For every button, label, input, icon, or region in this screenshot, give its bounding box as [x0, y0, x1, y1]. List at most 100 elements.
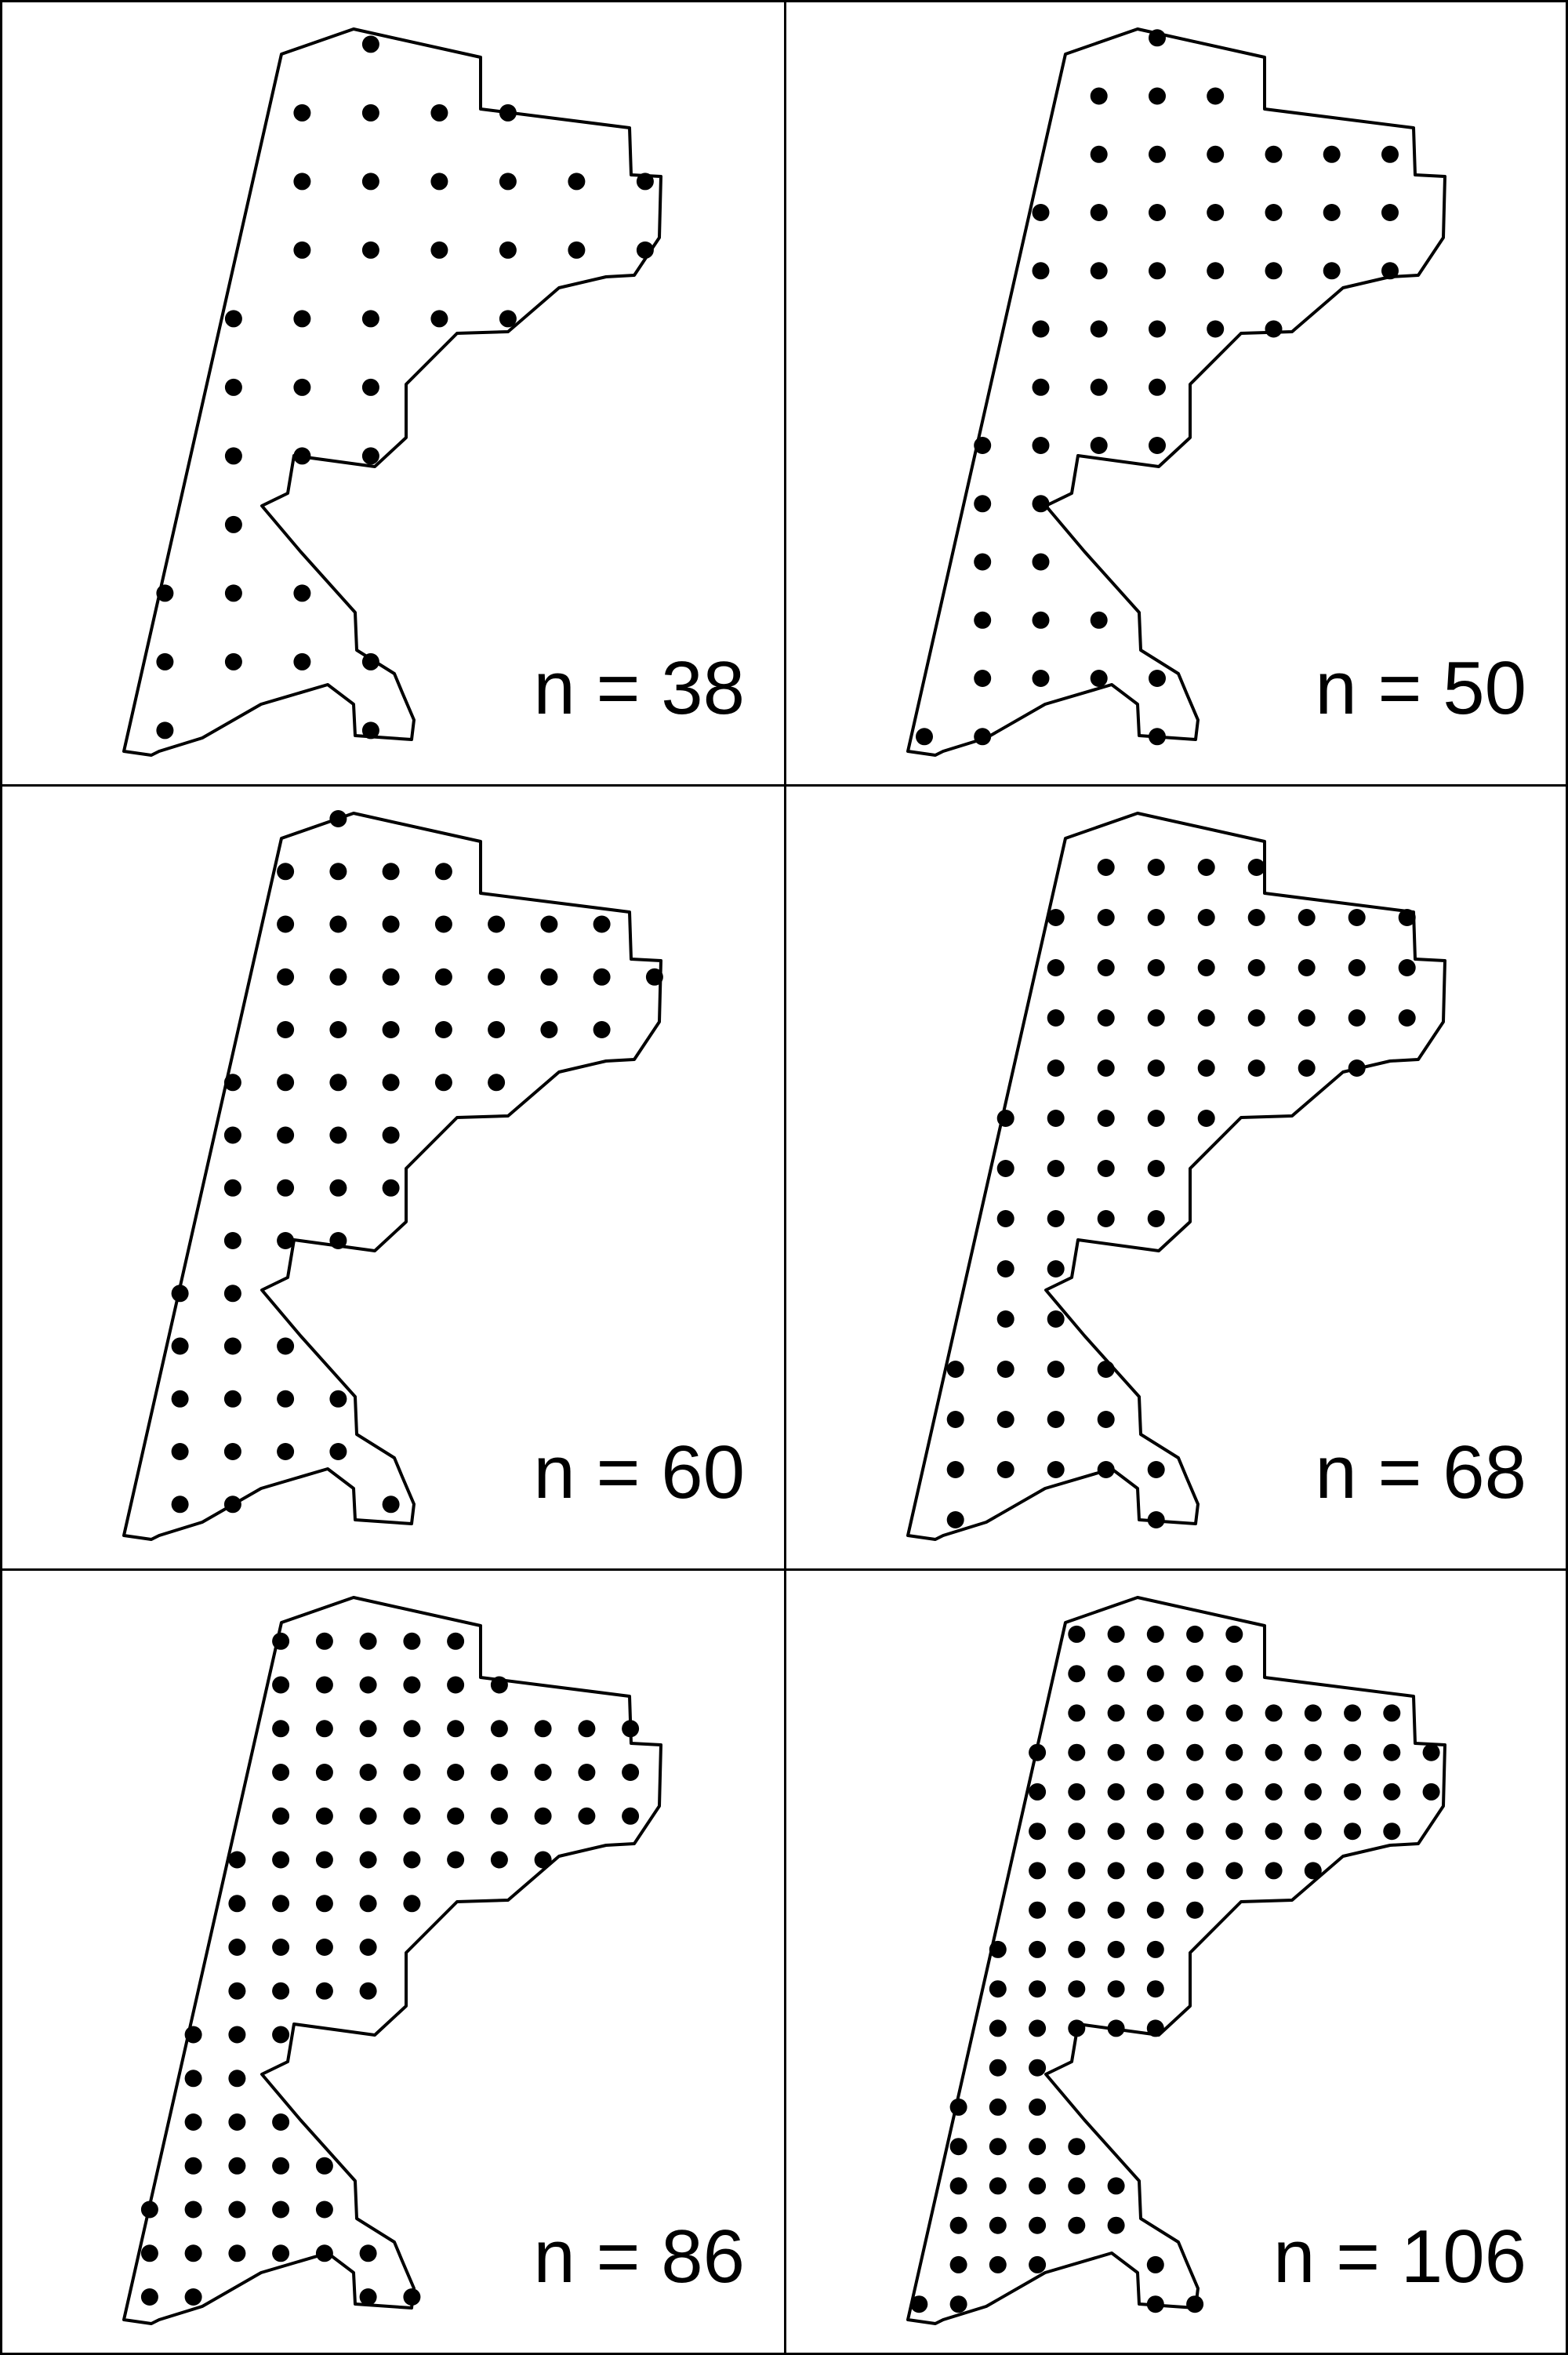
sample-point [1147, 1511, 1165, 1528]
sample-point [1146, 1743, 1164, 1761]
sample-point [1097, 1210, 1115, 1227]
sample-point [645, 968, 663, 986]
sample-point [1247, 1009, 1265, 1027]
sample-point [636, 173, 654, 191]
sample-point [382, 1074, 400, 1092]
sample-point [1348, 959, 1366, 976]
sample-point [996, 1461, 1014, 1478]
sample-point [996, 1411, 1014, 1428]
sample-point [171, 1337, 189, 1355]
sample-point [1032, 670, 1050, 687]
sample-point [1344, 1823, 1362, 1841]
sample-point [1029, 2138, 1047, 2156]
sample-point [1090, 87, 1108, 105]
sample-point [382, 863, 400, 881]
sample-point [1265, 262, 1283, 280]
sample-point [361, 310, 379, 328]
sample-point [1047, 1009, 1065, 1027]
sample-point [1107, 1862, 1125, 1880]
panel-n-86: n = 86 [0, 1568, 786, 2355]
sample-point [1097, 1160, 1115, 1177]
sample-point [1225, 1743, 1243, 1761]
sample-point [996, 1160, 1014, 1177]
sample-point [277, 1443, 295, 1460]
sample-point [293, 310, 311, 328]
sample-point [989, 1940, 1007, 1958]
sample-point [329, 1179, 347, 1197]
sample-point [622, 1764, 640, 1781]
sample-point [1265, 1823, 1283, 1841]
sample-point [1348, 909, 1366, 926]
sample-point [1247, 959, 1265, 976]
sample-point [488, 968, 506, 986]
sample-point [1197, 859, 1215, 876]
sample-point [434, 1021, 452, 1038]
sample-point [1107, 2019, 1125, 2037]
sample-point [1147, 959, 1165, 976]
region-map [906, 1596, 1446, 2325]
sample-point [1107, 1980, 1125, 1998]
sample-point [1149, 145, 1166, 163]
sample-point [1090, 437, 1108, 454]
sample-point [1398, 909, 1416, 926]
sample-point [1146, 1862, 1164, 1880]
sample-point [1186, 1704, 1204, 1722]
sample-point [1383, 1743, 1401, 1761]
sample-point [1146, 1665, 1164, 1683]
sample-point [272, 1807, 290, 1825]
sample-point [1097, 1461, 1115, 1478]
sample-point [1068, 1743, 1086, 1761]
sample-point [140, 2288, 158, 2306]
sample-point [277, 1179, 295, 1197]
sample-point [1097, 909, 1115, 926]
sample-point [568, 173, 586, 191]
region-map [906, 27, 1446, 757]
sample-point [1298, 1059, 1316, 1077]
sample-point [224, 447, 242, 465]
sample-point [359, 1982, 377, 2000]
sample-point [534, 1851, 552, 1869]
sample-point [272, 2026, 290, 2044]
sample-point [228, 2201, 246, 2219]
sample-point [329, 810, 347, 827]
sample-point [1047, 1461, 1065, 1478]
sample-point [171, 1390, 189, 1408]
sample-point [1225, 1625, 1243, 1643]
sample-point [578, 1764, 596, 1781]
region-outline [122, 1596, 662, 2325]
sample-point [403, 1807, 421, 1825]
sample-point [1029, 2177, 1047, 2195]
region-map [122, 1596, 662, 2325]
sample-point [359, 1764, 377, 1781]
sample-point [578, 1807, 596, 1825]
sample-point [1186, 1901, 1204, 1919]
sample-point [1149, 437, 1166, 454]
sample-point [1344, 1743, 1362, 1761]
sample-point [272, 1676, 290, 1694]
sample-point [184, 2113, 202, 2131]
panel-n-60: n = 60 [0, 784, 786, 1571]
sample-point [1090, 320, 1108, 338]
sample-point [315, 1720, 333, 1738]
region-outline [906, 812, 1446, 1541]
sample-point [171, 1495, 189, 1514]
sample-point [447, 1807, 465, 1825]
sample-point [223, 1126, 241, 1144]
sample-point [1149, 87, 1166, 105]
sample-point [293, 241, 311, 259]
sample-point [949, 2177, 967, 2195]
sample-point [224, 515, 242, 533]
sample-point [1147, 1461, 1165, 1478]
sample-point [949, 2295, 967, 2313]
sample-point [315, 1807, 333, 1825]
sample-point [490, 1851, 508, 1869]
sample-point [974, 495, 992, 513]
sample-point [315, 1632, 333, 1650]
panel-n-68: n = 68 [784, 784, 1568, 1571]
sample-point [1090, 670, 1108, 687]
sample-point [1090, 204, 1108, 221]
sample-point [156, 652, 174, 671]
sample-point [989, 2059, 1007, 2077]
sample-point [272, 1720, 290, 1738]
sample-point [277, 968, 295, 986]
